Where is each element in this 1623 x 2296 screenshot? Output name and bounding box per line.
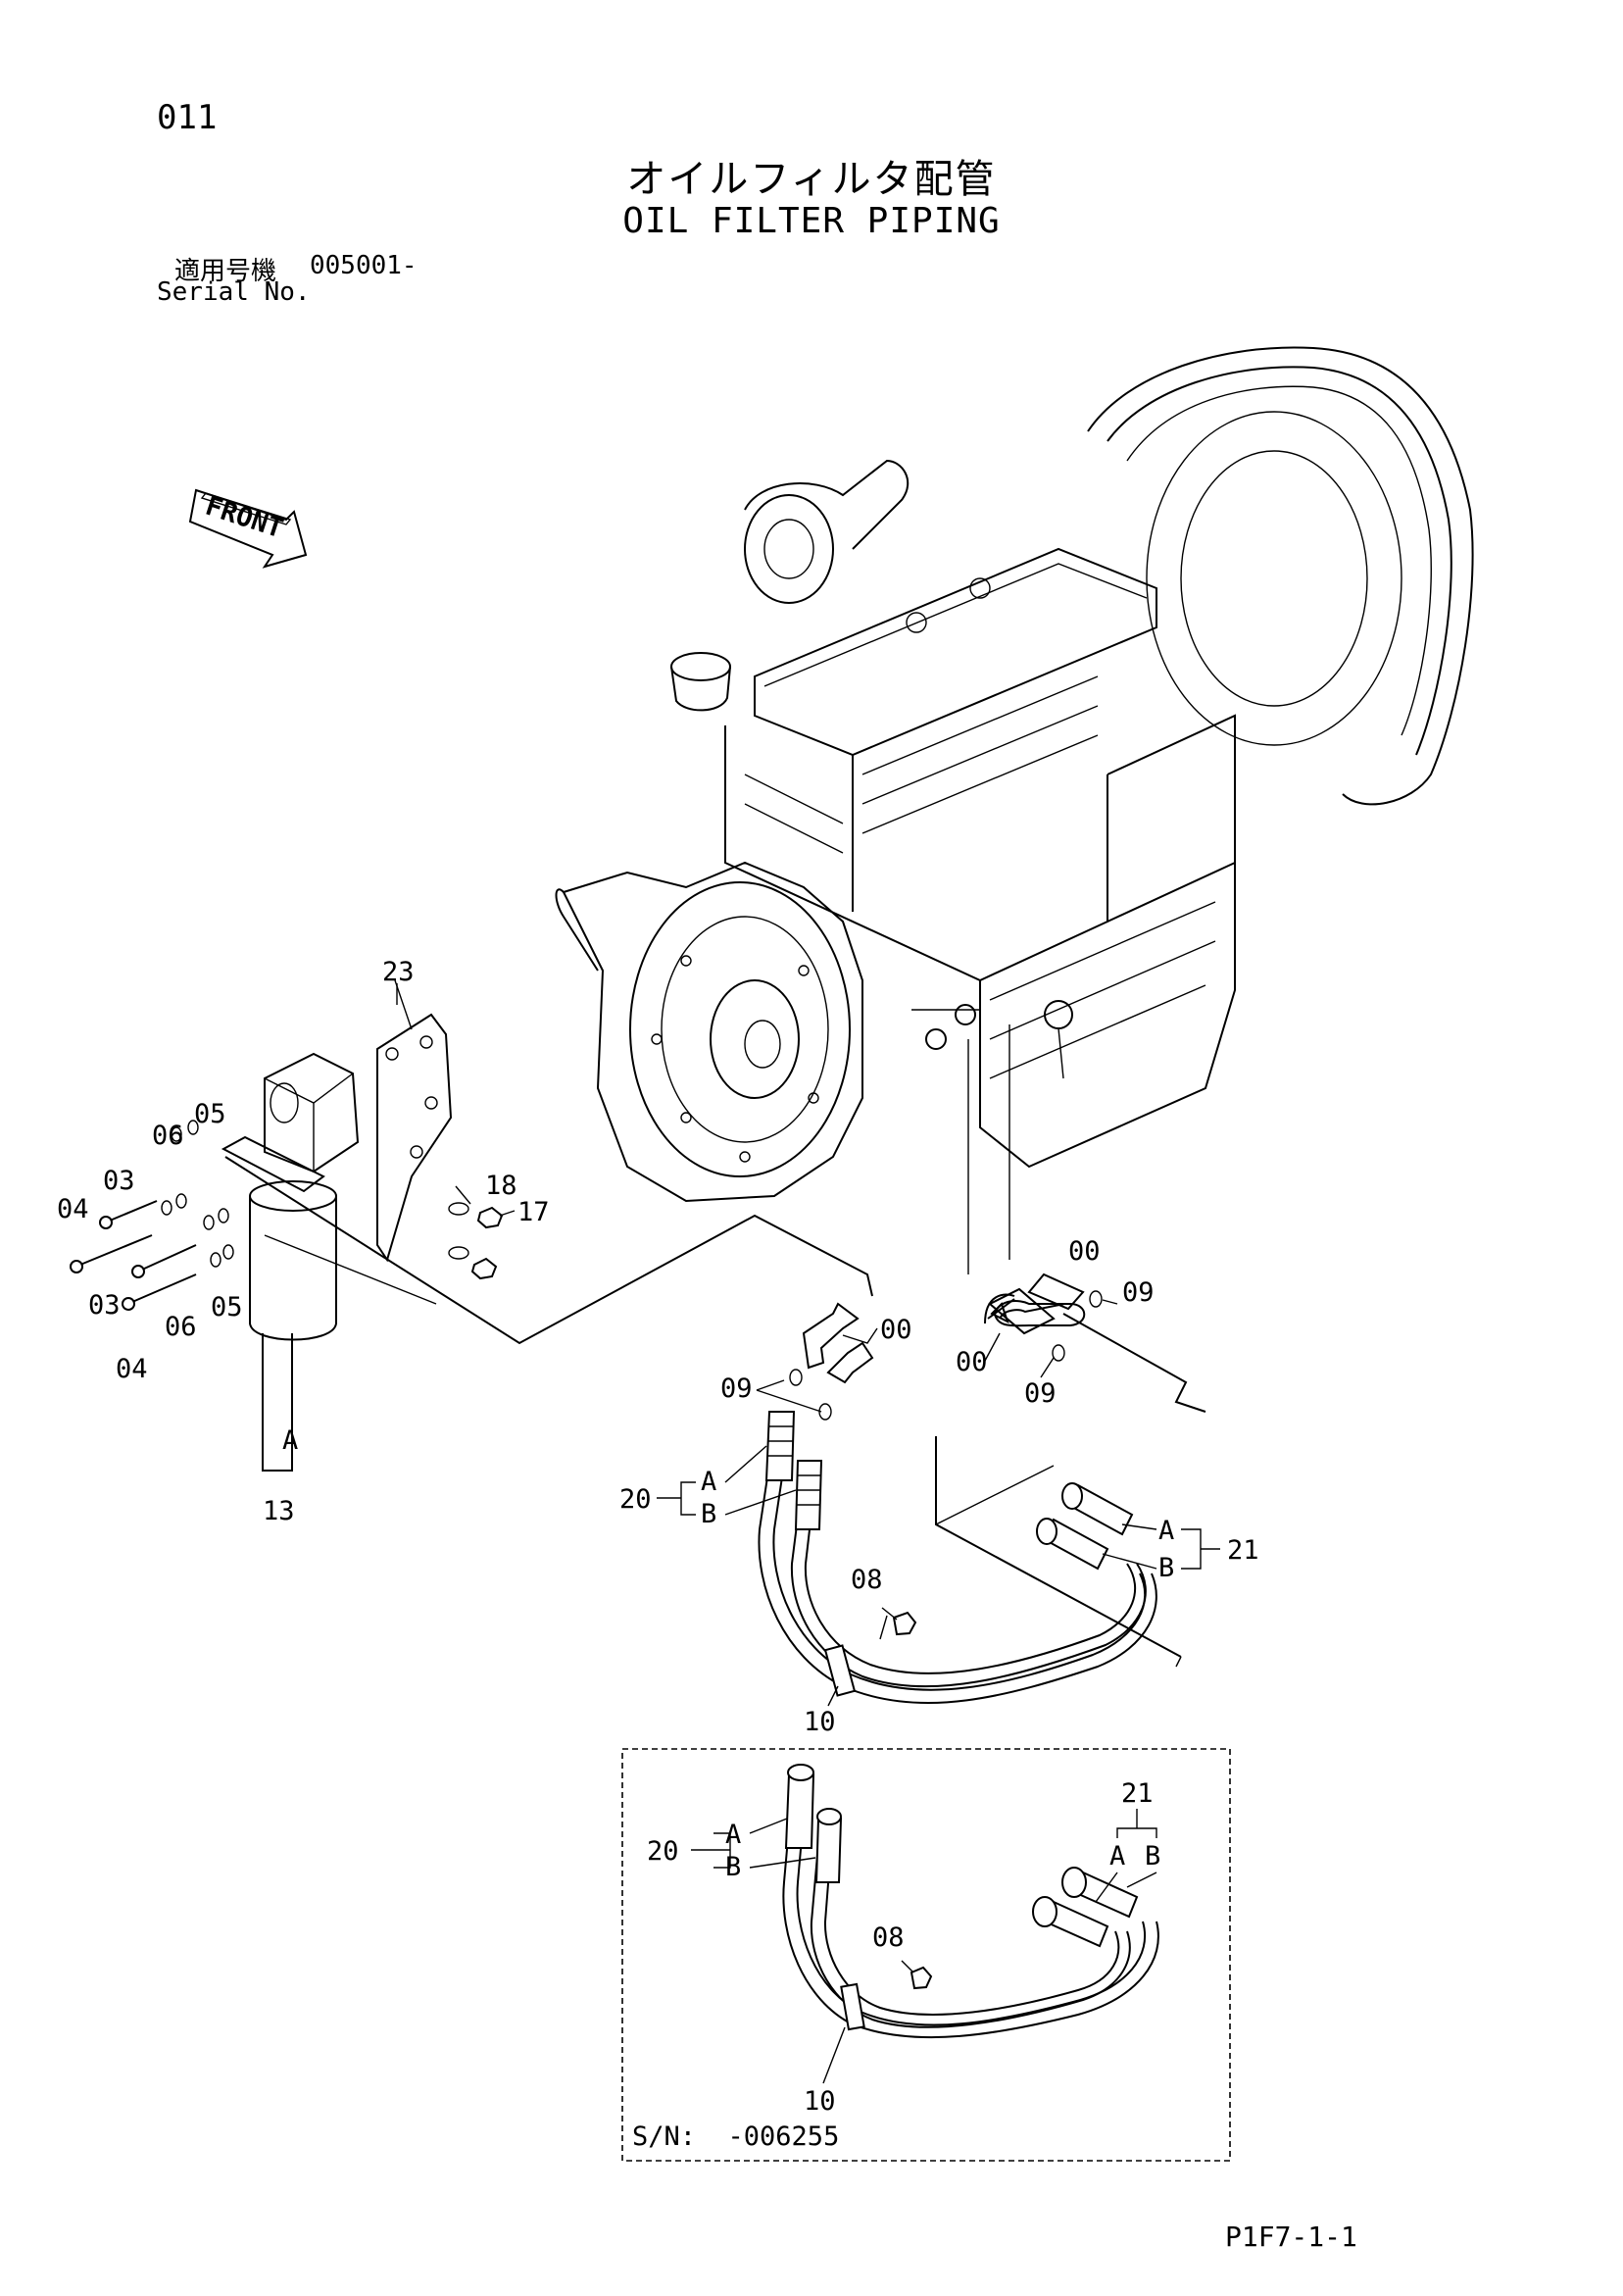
serial-label-english: Serial No. bbox=[157, 277, 311, 307]
route-line-filter-2 bbox=[264, 1234, 437, 1305]
hose-assembly-main bbox=[758, 1411, 1182, 1705]
inset-callout-21-a: A bbox=[1109, 1841, 1125, 1872]
engine-illustration bbox=[555, 346, 1474, 1203]
callout-20-b: B bbox=[701, 1499, 716, 1529]
document-code: P1F7-1-1 bbox=[1225, 2221, 1357, 2253]
callout-04-lower: 04 bbox=[116, 1354, 148, 1384]
callout-08: 08 bbox=[851, 1565, 883, 1595]
callout-20: 20 bbox=[619, 1484, 652, 1515]
callout-06-lower: 06 bbox=[165, 1312, 197, 1342]
callout-09-right: 09 bbox=[1122, 1277, 1155, 1308]
bolts-and-washers bbox=[70, 1120, 504, 1311]
inset-box bbox=[621, 1748, 1231, 2162]
inset-callout-10: 10 bbox=[804, 2086, 836, 2117]
bracket-23 bbox=[376, 979, 453, 1263]
callout-03-upper: 03 bbox=[103, 1166, 135, 1196]
inset-callout-21: 21 bbox=[1121, 1778, 1154, 1809]
callout-23: 23 bbox=[382, 957, 415, 987]
inset-serial-note: S/N: -006255 bbox=[632, 2121, 839, 2152]
serial-value: 005001- bbox=[310, 251, 418, 280]
callout-a-filter: A bbox=[282, 1425, 298, 1456]
route-line-filter bbox=[224, 1156, 873, 1345]
callout-05-upper: 05 bbox=[194, 1099, 226, 1129]
inset-callout-21-b: B bbox=[1145, 1841, 1160, 1872]
callout-00-mid: 00 bbox=[880, 1315, 912, 1345]
callout-21-b: B bbox=[1158, 1553, 1174, 1583]
callout-09-lower: 09 bbox=[1024, 1378, 1057, 1409]
inset-callout-20-b: B bbox=[725, 1852, 741, 1882]
callout-06-upper: 06 bbox=[152, 1121, 184, 1151]
fittings-and-orings bbox=[789, 1024, 1206, 1421]
callout-00-lower: 00 bbox=[956, 1347, 988, 1377]
callout-09-left: 09 bbox=[720, 1373, 753, 1404]
hose-assembly-inset bbox=[782, 1764, 1159, 2039]
callout-21-a: A bbox=[1158, 1516, 1174, 1546]
callout-00-right: 00 bbox=[1068, 1236, 1101, 1267]
inset-callout-20-a: A bbox=[725, 1820, 741, 1850]
callout-04-upper: 04 bbox=[57, 1194, 89, 1224]
callout-18: 18 bbox=[485, 1171, 517, 1201]
callout-17: 17 bbox=[517, 1197, 550, 1227]
leader-lines bbox=[396, 983, 1220, 2084]
callout-03-lower: 03 bbox=[88, 1290, 121, 1321]
callout-20-a: A bbox=[701, 1467, 716, 1497]
inset-callout-20: 20 bbox=[647, 1836, 679, 1867]
callout-21: 21 bbox=[1227, 1535, 1259, 1566]
serial-label-japanese: 適用号機 bbox=[174, 257, 277, 286]
callout-05-lower: 05 bbox=[211, 1292, 243, 1323]
callout-13: 13 bbox=[263, 1496, 295, 1526]
callout-10: 10 bbox=[804, 1707, 836, 1737]
front-arrow-icon: FRONT bbox=[188, 488, 308, 569]
title-english: OIL FILTER PIPING bbox=[622, 201, 1001, 241]
oil-filter-assembly bbox=[221, 1052, 360, 1341]
title-japanese: オイルフィルタ配管 bbox=[626, 157, 997, 202]
page-number: 011 bbox=[157, 98, 218, 137]
inset-callout-08: 08 bbox=[872, 1922, 905, 1953]
